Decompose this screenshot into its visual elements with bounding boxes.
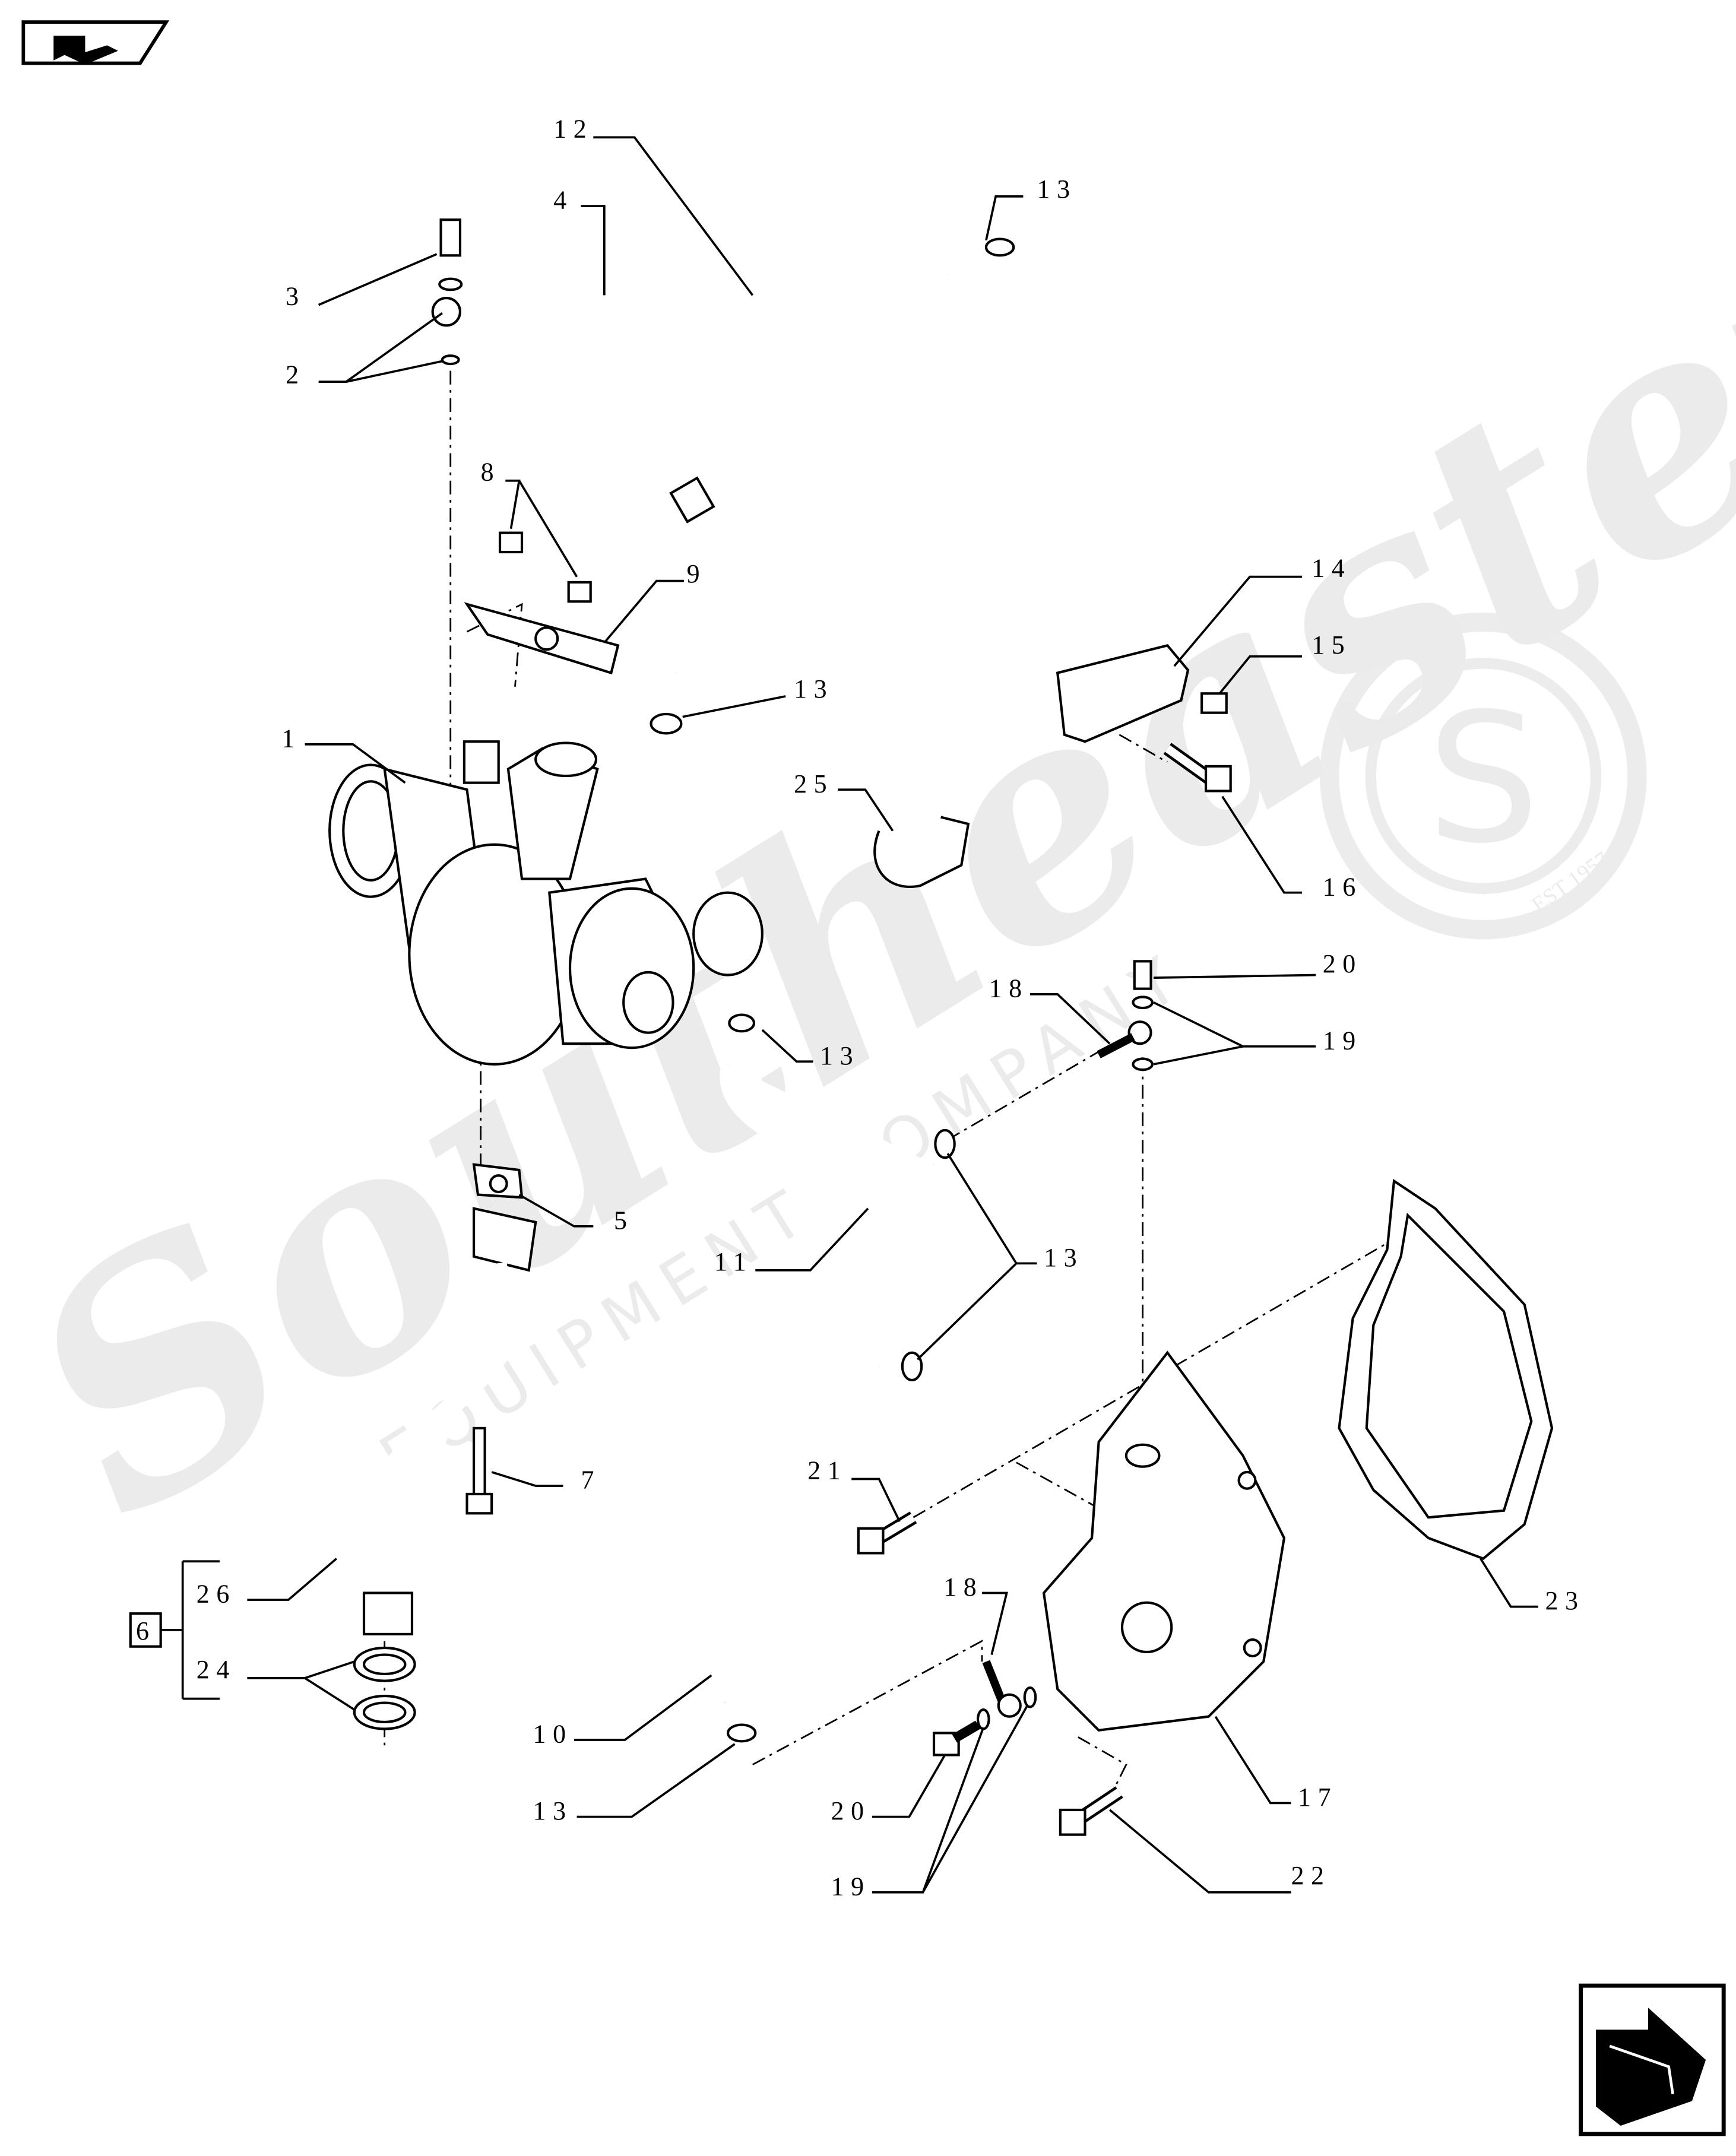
callout-10[interactable]: 10: [533, 1720, 573, 1749]
callout-18[interactable]: 18: [943, 1572, 983, 1602]
callout-25[interactable]: 25: [794, 769, 834, 798]
callout-12[interactable]: 12: [553, 114, 593, 143]
callout-16[interactable]: 16: [1323, 872, 1363, 901]
callout-23[interactable]: 23: [1545, 1586, 1585, 1615]
callout-13[interactable]: 13: [820, 1041, 860, 1070]
callout-19[interactable]: 19: [1323, 1026, 1363, 1055]
watermark-seal: [1320, 612, 1647, 940]
watermark-seal-letter: S: [1427, 675, 1540, 883]
callout-20[interactable]: 20: [831, 1796, 871, 1825]
next-page-icon: [1596, 2008, 1706, 2126]
turbocharger-1: [328, 740, 764, 1066]
leader-lines: [247, 136, 1538, 1894]
next-page-button[interactable]: [1579, 1983, 1726, 2136]
hose-10: [696, 1362, 879, 1704]
callout-24[interactable]: 24: [197, 1655, 236, 1684]
callout-22[interactable]: 22: [1291, 1861, 1330, 1890]
callout-15[interactable]: 15: [1311, 630, 1351, 660]
callout-4[interactable]: 4: [553, 186, 574, 215]
callout-3[interactable]: 3: [286, 282, 306, 311]
banjo-bolt-3: [439, 218, 462, 257]
callout-labels: 12 4 3 2 13 8 9 14 15 13 1 25 16 20 18 1…: [197, 114, 1585, 1901]
callout-5[interactable]: 5: [614, 1206, 634, 1235]
callout-13[interactable]: 13: [794, 674, 834, 703]
callout-18[interactable]: 18: [989, 974, 1029, 1003]
callout-19[interactable]: 19: [831, 1872, 871, 1901]
housing-17: [1042, 1350, 1286, 1732]
parts: [328, 218, 1554, 1836]
kit-box-label: 6: [136, 1616, 156, 1645]
watermark-seal-inner: [1365, 658, 1602, 895]
callout-13[interactable]: 13: [1037, 175, 1077, 204]
callout-26[interactable]: 26: [197, 1580, 236, 1609]
callout-2[interactable]: 2: [286, 360, 306, 389]
callout-21[interactable]: 21: [807, 1456, 847, 1485]
callout-13[interactable]: 13: [533, 1796, 573, 1825]
callout-7[interactable]: 7: [581, 1466, 601, 1495]
callout-8[interactable]: 8: [481, 458, 501, 487]
callout-9[interactable]: 9: [687, 559, 707, 588]
callout-17[interactable]: 17: [1298, 1783, 1338, 1812]
bracket-14: [1056, 643, 1190, 743]
callout-14[interactable]: 14: [1311, 554, 1351, 583]
previous-page-button[interactable]: [21, 20, 170, 65]
callout-11[interactable]: 11: [714, 1247, 753, 1276]
oil-return-pipe-12: [674, 271, 949, 674]
callout-1[interactable]: 1: [281, 724, 302, 753]
callout-13[interactable]: 13: [1044, 1243, 1084, 1272]
clamp-25: [873, 816, 970, 888]
callout-20[interactable]: 20: [1323, 949, 1363, 978]
kit-bracket: 6: [129, 1560, 220, 1700]
